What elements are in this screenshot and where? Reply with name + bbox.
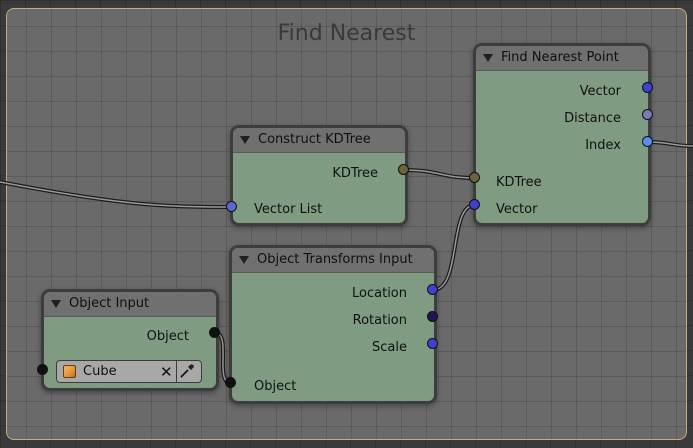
clear-x-icon[interactable]: ✕: [160, 363, 173, 381]
node-header[interactable]: Object Input: [44, 292, 216, 317]
socket-output-vector[interactable]: [642, 82, 653, 93]
output-label-kdtree: KDTree: [332, 166, 378, 181]
socket-input-kdtree[interactable]: [469, 172, 480, 183]
socket-output-index[interactable]: [642, 136, 653, 147]
node-object-transforms-input[interactable]: Object Transforms Input Location Rotatio…: [229, 245, 437, 404]
object-selector-value: Cube: [83, 364, 117, 379]
socket-input-object[interactable]: [225, 377, 236, 388]
node-header[interactable]: Find Nearest Point: [476, 46, 648, 71]
output-label-index: Index: [585, 138, 621, 153]
cube-icon: [63, 365, 76, 378]
socket-input-object-left[interactable]: [37, 364, 48, 375]
output-label-rotation: Rotation: [352, 313, 407, 328]
node-title: Find Nearest Point: [501, 50, 619, 65]
node-header[interactable]: Construct KDTree: [233, 128, 405, 153]
socket-output-kdtree[interactable]: [398, 164, 409, 175]
node-construct-kdtree[interactable]: Construct KDTree KDTree Vector List: [230, 125, 408, 226]
socket-input-vector-list[interactable]: [226, 201, 237, 212]
output-label-vector: Vector: [579, 84, 621, 99]
node-title: Construct KDTree: [258, 132, 371, 147]
node-find-nearest-point[interactable]: Find Nearest Point Vector Distance Index…: [473, 43, 651, 226]
input-label-vector-list: Vector List: [254, 202, 323, 217]
output-label-distance: Distance: [564, 111, 621, 126]
input-label-kdtree: KDTree: [496, 175, 542, 190]
socket-output-scale[interactable]: [427, 338, 438, 349]
eyedropper-icon[interactable]: [179, 363, 195, 379]
node-object-input[interactable]: Object Input Object Cube ✕: [41, 289, 219, 391]
node-header[interactable]: Object Transforms Input: [232, 248, 434, 273]
output-label-scale: Scale: [372, 340, 407, 355]
collapse-triangle-icon[interactable]: [483, 53, 493, 62]
output-label-object: Object: [146, 329, 189, 344]
node-title: Object Input: [69, 296, 150, 311]
collapse-triangle-icon[interactable]: [240, 135, 250, 144]
input-label-object: Object: [254, 379, 297, 394]
socket-output-object[interactable]: [209, 327, 220, 338]
socket-input-vector[interactable]: [469, 199, 480, 210]
collapse-triangle-icon[interactable]: [239, 255, 249, 264]
frame-title: Find Nearest: [277, 21, 416, 46]
node-title: Object Transforms Input: [257, 252, 413, 267]
socket-output-rotation[interactable]: [427, 311, 438, 322]
collapse-triangle-icon[interactable]: [51, 299, 61, 308]
output-label-location: Location: [352, 286, 407, 301]
input-label-vector: Vector: [496, 202, 538, 217]
object-selector-field[interactable]: Cube ✕: [56, 360, 202, 383]
socket-output-location[interactable]: [427, 284, 438, 295]
socket-output-distance[interactable]: [642, 109, 653, 120]
